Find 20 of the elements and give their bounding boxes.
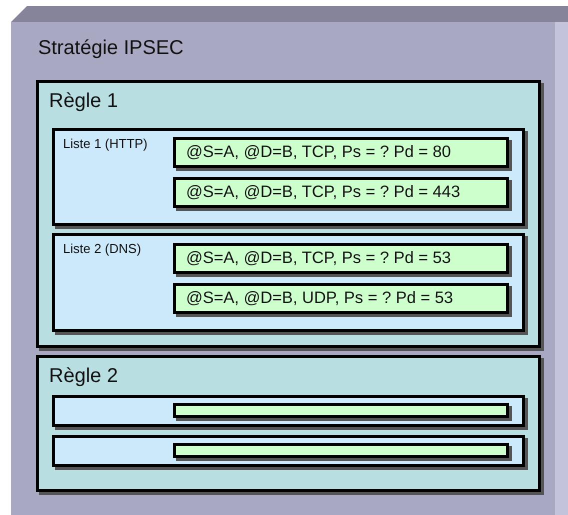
filter-box — [173, 283, 509, 314]
list-title: Liste 2 (DNS) — [63, 241, 142, 256]
list-box — [52, 233, 525, 332]
list-bar — [52, 435, 525, 467]
list-box — [52, 128, 525, 226]
filter-box — [173, 243, 509, 274]
filter-text: @S=A, @D=B, TCP, Ps = ? Pd = 443 — [186, 183, 460, 202]
filter-bar — [173, 443, 509, 458]
list-bar — [52, 395, 525, 427]
rule-title: Règle 1 — [49, 90, 118, 113]
filter-text: @S=A, @D=B, TCP, Ps = ? Pd = 53 — [186, 249, 451, 268]
policy-panel — [11, 22, 555, 515]
filter-box — [173, 177, 509, 208]
filter-text: @S=A, @D=B, TCP, Ps = ? Pd = 80 — [186, 143, 451, 162]
rule-title: Règle 2 — [49, 365, 118, 388]
filter-text: @S=A, @D=B, UDP, Ps = ? Pd = 53 — [186, 289, 454, 308]
list-title: Liste 1 (HTTP) — [63, 136, 148, 151]
policy-title: Stratégie IPSEC — [38, 37, 184, 60]
filter-box — [173, 137, 509, 168]
filter-bar — [173, 403, 509, 418]
